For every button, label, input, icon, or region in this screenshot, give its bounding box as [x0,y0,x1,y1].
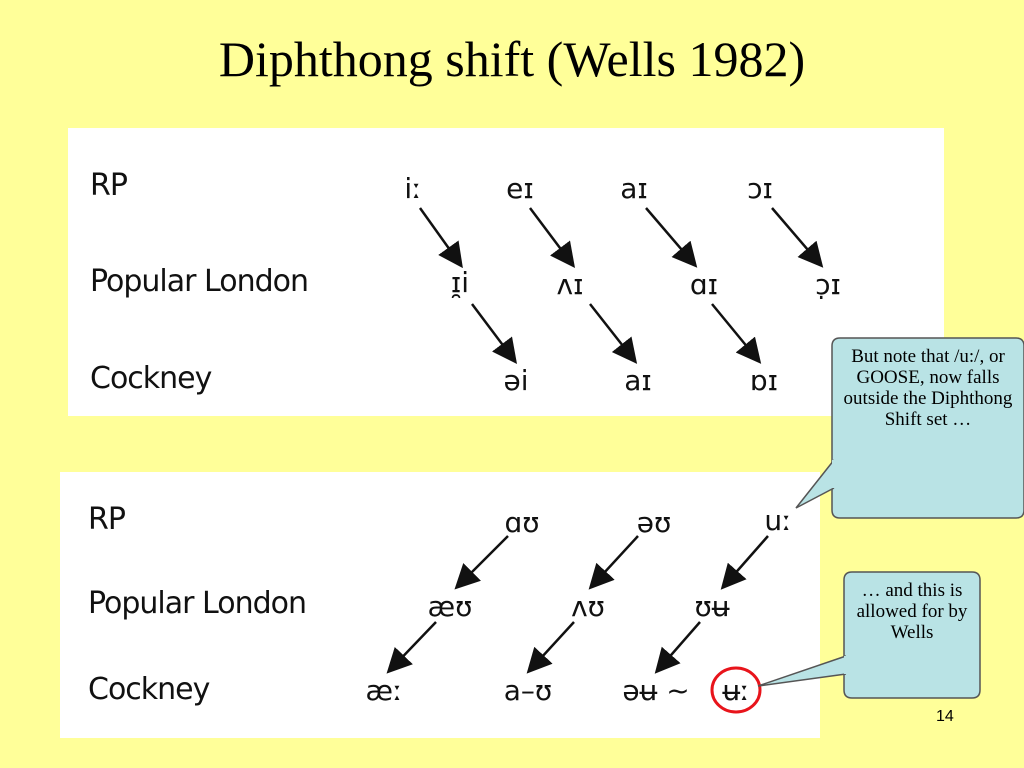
slide-title: Diphthong shift (Wells 1982) [218,31,806,87]
arrow-rp-pl-2 [588,535,639,590]
diphthong-shift-table-front: RP Popular London Cockney iː eɪ aɪ ɔɪ ɪ̯… [68,128,944,416]
arrow-pl-cockney-2 [526,621,575,674]
callout-text-wells-note: … and this is allowed for by Wells [856,580,968,643]
rp-vowel-choice: ɔɪ [747,172,773,205]
cockney-vowel-goose-long: ʉː [722,674,750,707]
rp-vowel-price: aɪ [620,172,648,205]
callout-pointer-1 [795,459,835,509]
row-label-popular-london: Popular London [90,264,309,299]
pl-vowel-goose: ʊʉ [694,590,730,623]
arrow-rp-pl-2 [529,207,575,268]
cockney-vowel-mouth: æː [365,674,403,707]
arrow-rp-pl-3 [645,207,698,268]
arrow-pl-cockney-3 [654,621,701,674]
arrow-rp-pl-4 [771,207,824,268]
cockney-vowel-goose-variant: əʉ ~ [622,674,690,707]
arrow-pl-cockney-1 [386,621,437,674]
arrow-rp-pl-3 [720,535,769,590]
arrow-pl-cockney-2 [589,303,638,364]
arrow-pl-cockney-3 [711,303,762,364]
arrow-rp-pl-1 [454,535,509,590]
cockney-vowel-face: aɪ [624,364,652,397]
shift-arrows-front [418,207,824,364]
rp-vowel-fleece: iː [404,172,422,205]
pl-vowel-face: ʌɪ [556,268,584,301]
rp-vowel-mouth: ɑʊ [504,506,540,539]
shift-arrows-back [386,535,769,714]
arrow-rp-pl-1 [418,207,463,269]
callout-pointer-2 [757,655,847,687]
pl-vowel-mouth: æʊ [427,590,473,623]
row-label-cockney: Cockney [88,672,210,707]
callout-text-goose-note: But note that /u:/, or GOOSE, now falls … [843,346,1013,430]
pl-vowel-goat: ʌʊ [571,590,605,623]
rp-vowel-goose: uː [764,504,792,537]
callout-bubble-2 [843,571,981,699]
callout-bubble-1 [831,337,1024,519]
cockney-vowel-goat: a–ʊ [503,674,553,707]
row-label-rp: RP [88,502,126,537]
highlight-circle [710,666,762,714]
row-label-rp: RP [90,168,128,203]
diphthong-shift-table-back: RP Popular London Cockney ɑʊ əʊ uː æʊ ʌʊ… [60,472,820,738]
rp-vowel-face: eɪ [506,172,534,205]
pl-vowel-choice: ɔ̣ɪ [815,268,841,301]
cockney-vowel-price: ɒɪ [749,364,779,397]
cockney-vowel-fleece: əi [503,364,529,397]
arrow-pl-cockney-1 [471,303,517,364]
rp-vowel-goat: əʊ [636,506,672,539]
pl-vowel-fleece: ɪ̯i [450,266,470,299]
pl-vowel-price: ɑɪ [689,268,719,301]
row-label-cockney: Cockney [90,361,212,396]
page-number: 14 [936,708,954,725]
row-label-popular-london: Popular London [88,586,307,621]
